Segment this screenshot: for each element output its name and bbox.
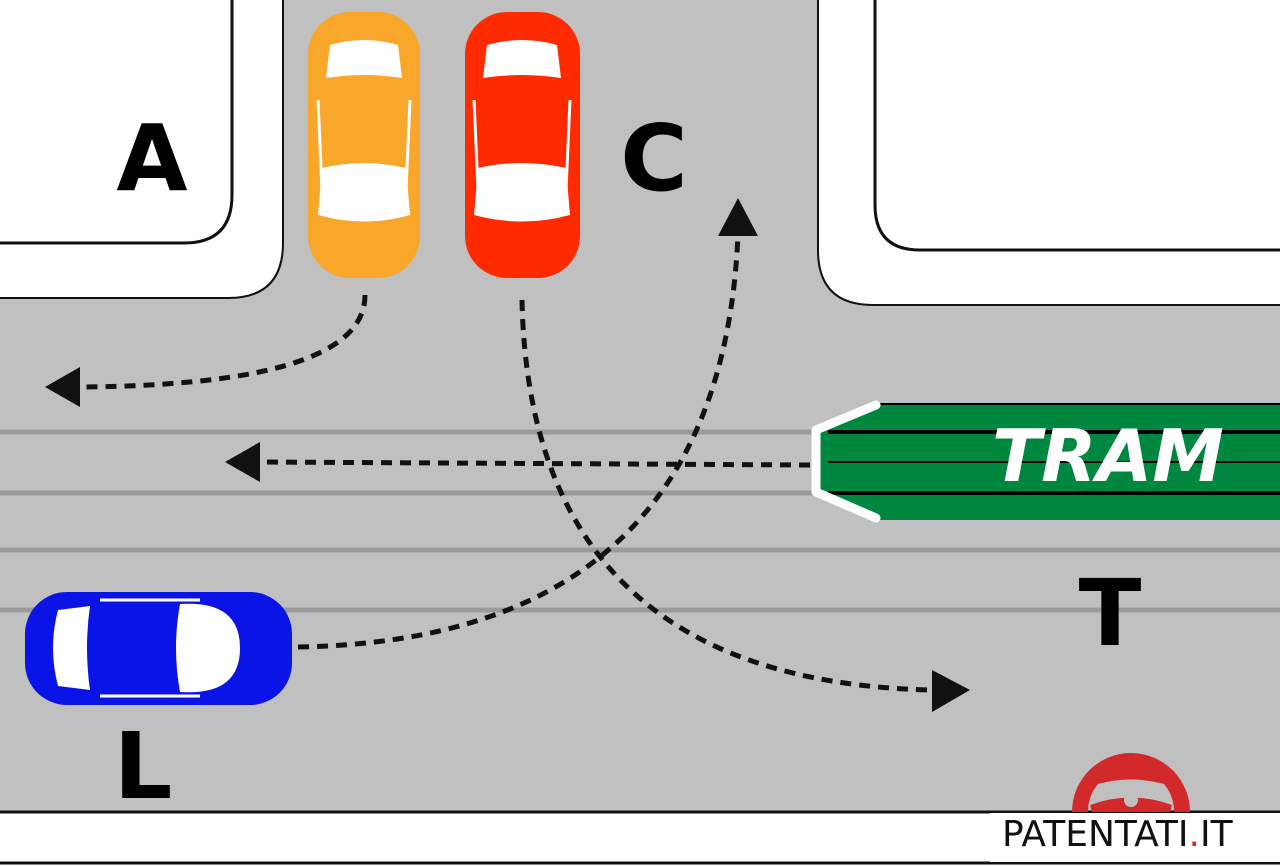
label-a: A [116, 105, 187, 212]
label-c: C [620, 105, 688, 212]
label-l: L [114, 713, 173, 820]
tram-label: TRAM [992, 414, 1224, 498]
logo-dot: . [1189, 814, 1200, 855]
car-a [308, 12, 420, 278]
logo-text: PATENTATI [1002, 814, 1189, 855]
tram: TRAM [816, 404, 1280, 520]
block-right-outline [875, 0, 1280, 250]
car-c [465, 12, 580, 278]
logo-suffix: IT [1200, 814, 1234, 855]
svg-text:PATENTATI.IT: PATENTATI.IT [1002, 814, 1234, 855]
label-t: T [1079, 560, 1142, 667]
car-l [25, 592, 292, 705]
